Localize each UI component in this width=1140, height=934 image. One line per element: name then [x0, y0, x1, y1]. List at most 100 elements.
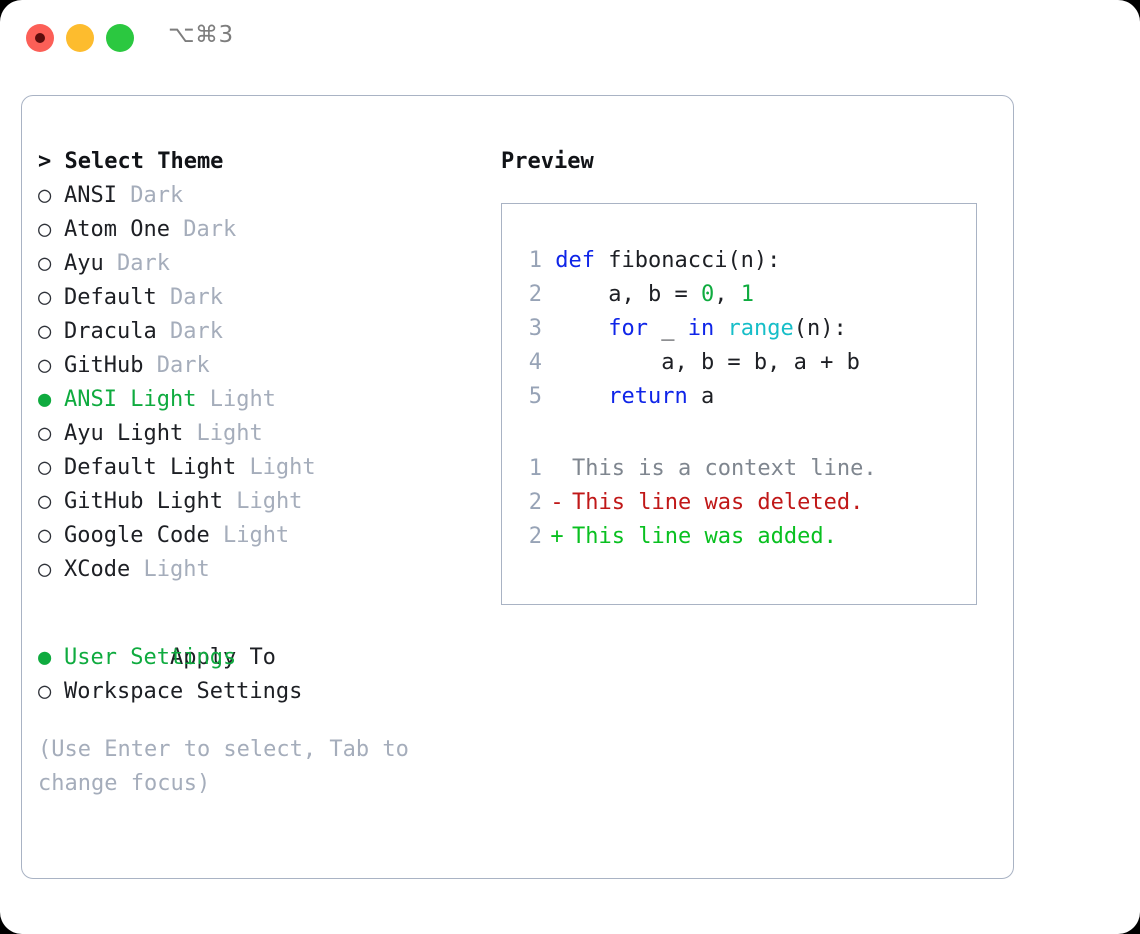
theme-name: Default — [64, 285, 157, 310]
code-token — [555, 316, 608, 341]
theme-selector-column: > Select Theme ○ ANSI Dark○ Atom One Dar… — [38, 145, 468, 801]
radio-selected-icon: ● — [38, 645, 65, 670]
radio-unselected-icon: ○ — [38, 523, 65, 548]
code-token — [555, 384, 608, 409]
code-line: 2 a, b = 0, 1 — [514, 278, 968, 312]
radio-unselected-icon: ○ — [38, 489, 65, 514]
code-line-number: 4 — [528, 350, 542, 375]
code-token: in — [687, 316, 715, 341]
theme-list-item[interactable]: ○ Default Dark — [38, 281, 468, 315]
code-line-number: 5 — [528, 384, 542, 409]
theme-list-item[interactable]: ○ Google Code Light — [38, 519, 468, 553]
diff-sample: 1 This is a context line.2-This line was… — [514, 452, 968, 554]
code-line: 5 return a — [514, 380, 968, 414]
theme-name: GitHub — [64, 353, 144, 378]
diff-text: This line was deleted. — [572, 490, 864, 515]
theme-variant-tag: Dark — [169, 319, 223, 344]
close-button[interactable] — [26, 24, 54, 52]
code-token: a — [687, 384, 715, 409]
radio-unselected-icon: ○ — [38, 319, 65, 344]
theme-variant-tag: Dark — [117, 251, 170, 276]
theme-variant-tag: Light — [249, 455, 316, 480]
diff-text: This is a context line. — [572, 456, 877, 481]
theme-name: Ayu Light — [64, 421, 184, 446]
maximize-button[interactable] — [106, 24, 134, 52]
title-bar: ⌥⌘3 — [0, 0, 1140, 78]
theme-name: Default Light — [64, 455, 237, 480]
diff-line: 2-This line was deleted. — [514, 486, 968, 520]
theme-list-item[interactable]: ○ Atom One Dark — [38, 213, 468, 247]
radio-unselected-icon: ○ — [38, 251, 65, 276]
theme-list-item[interactable]: ○ Ayu Dark — [38, 247, 468, 281]
diff-line: 2+This line was added. — [514, 520, 968, 554]
theme-variant-tag: Dark — [130, 183, 184, 208]
diff-marker — [542, 452, 572, 486]
diff-marker: - — [550, 490, 564, 515]
diff-marker: + — [550, 524, 564, 549]
theme-name: ANSI — [64, 183, 117, 208]
code-token: 0 — [700, 282, 715, 307]
radio-selected-icon: ● — [38, 387, 65, 412]
code-token: a, b = — [555, 282, 701, 307]
code-line-number: 2 — [528, 282, 542, 307]
apply-to-option-label: Workspace Settings — [64, 679, 303, 704]
theme-variant-tag: Dark — [183, 217, 237, 242]
code-line-number: 1 — [528, 248, 542, 273]
theme-list-item[interactable]: ○ ANSI Dark — [38, 179, 468, 213]
theme-variant-tag: Light — [196, 421, 263, 446]
code-token: range — [727, 316, 794, 341]
code-line: 3 for _ in range(n): — [514, 312, 968, 346]
theme-variant-tag: Light — [222, 523, 290, 548]
theme-variant-tag: Light — [209, 387, 276, 412]
keyboard-hint: (Use Enter to select, Tab to change focu… — [38, 737, 409, 796]
radio-unselected-icon: ○ — [38, 455, 65, 480]
diff-line: 1 This is a context line. — [514, 452, 968, 486]
theme-list-item[interactable]: ○ GitHub Light Light — [38, 485, 468, 519]
theme-list-item[interactable]: ○ XCode Light — [38, 553, 468, 587]
radio-unselected-icon: ○ — [38, 285, 65, 310]
theme-list-item[interactable]: ○ Dracula Dark — [38, 315, 468, 349]
radio-unselected-icon: ○ — [38, 353, 65, 378]
theme-list-item[interactable]: ● ANSI Light Light — [38, 383, 468, 417]
apply-to-option[interactable]: ○ Workspace Settings — [38, 675, 468, 709]
radio-unselected-icon: ○ — [38, 421, 65, 446]
theme-name: Dracula — [64, 319, 157, 344]
code-token — [714, 316, 727, 341]
code-token: , — [714, 282, 741, 307]
code-line-number: 3 — [528, 316, 542, 341]
radio-unselected-icon: ○ — [38, 557, 65, 582]
radio-unselected-icon: ○ — [38, 183, 65, 208]
apply-to-heading: Apply To — [169, 645, 276, 670]
diff-line-number: 2 — [528, 490, 542, 515]
content-panel: > Select Theme ○ ANSI Dark○ Atom One Dar… — [21, 95, 1014, 879]
theme-name: Atom One — [64, 217, 170, 242]
theme-list-item[interactable]: ○ Ayu Light Light — [38, 417, 468, 451]
theme-name: Ayu — [64, 251, 104, 276]
window-title: ⌥⌘3 — [168, 22, 234, 48]
theme-name: GitHub Light — [64, 489, 223, 514]
theme-list[interactable]: ○ ANSI Dark○ Atom One Dark○ Ayu Dark○ De… — [38, 179, 468, 587]
radio-unselected-icon: ○ — [38, 217, 65, 242]
theme-list-item[interactable]: ○ GitHub Dark — [38, 349, 468, 383]
theme-variant-tag: Light — [143, 557, 210, 582]
code-token: a, b = b, a + b — [555, 350, 860, 375]
apply-to-options[interactable]: ● User Settings○ Workspace Settings — [38, 641, 468, 709]
radio-unselected-icon: ○ — [38, 679, 65, 704]
diff-text: This line was added. — [572, 524, 837, 549]
code-token: (n): — [793, 316, 847, 341]
theme-list-item[interactable]: ○ Default Light Light — [38, 451, 468, 485]
diff-line-number: 1 — [528, 456, 542, 481]
code-line: 1 def fibonacci(n): — [514, 244, 968, 278]
theme-name: XCode — [64, 557, 131, 582]
code-token: def — [555, 248, 609, 273]
code-line: 4 a, b = b, a + b — [514, 346, 968, 380]
minimize-button[interactable] — [66, 24, 94, 52]
theme-variant-tag: Dark — [169, 285, 223, 310]
code-token: fibonacci(n): — [608, 248, 781, 273]
apply-to-option[interactable]: ● User Settings — [38, 641, 468, 675]
code-token: 1 — [740, 282, 754, 307]
theme-name: Google Code — [64, 523, 210, 548]
